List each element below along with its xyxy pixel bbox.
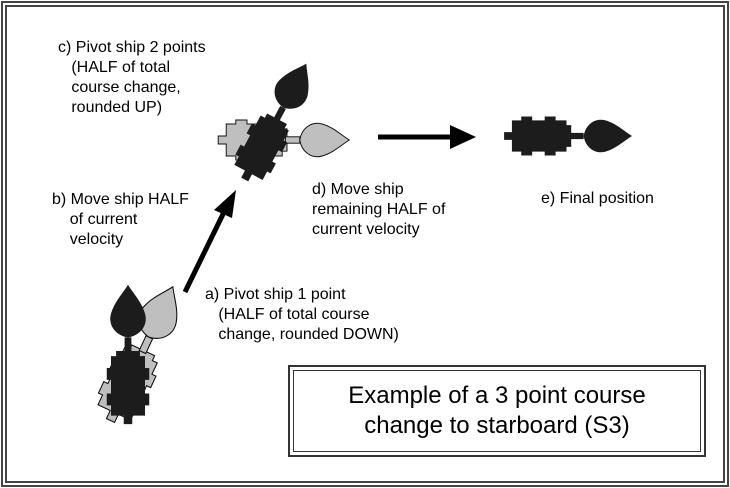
- diagram-title: Example of a 3 point course change to st…: [348, 382, 646, 439]
- ship-final: [504, 116, 633, 156]
- label-step-a: a) Pivot ship 1 point (HALF of total cou…: [205, 286, 399, 343]
- title-box: Example of a 3 point course change to st…: [288, 365, 706, 457]
- arrow-move-b: [182, 190, 236, 294]
- label-step-b: b) Move ship HALF of current velocity: [52, 191, 189, 248]
- label-step-c: c) Pivot ship 2 points (HALF of total co…: [58, 39, 206, 116]
- arrow-move-d: [378, 125, 476, 149]
- title-box-inner: Example of a 3 point course change to st…: [293, 370, 701, 452]
- label-step-d: d) Move ship remaining HALF of current v…: [312, 181, 446, 238]
- label-step-e: e) Final position: [541, 190, 654, 207]
